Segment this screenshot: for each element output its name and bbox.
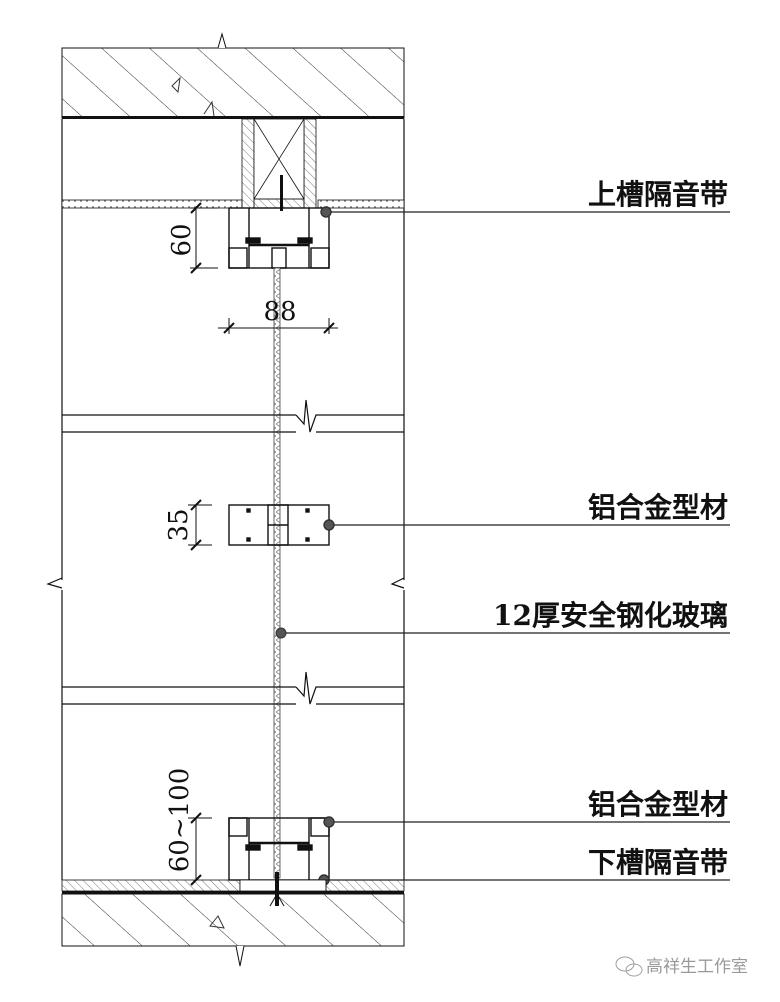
ceiling-slab	[61, 32, 405, 119]
dim-top-channel-height	[190, 202, 218, 274]
dim-bottom-channel-height	[188, 812, 212, 886]
dim-label-mid-profile: 35	[164, 508, 194, 541]
callout-tempered-glass: 12厚安全钢化玻璃	[493, 599, 728, 632]
dim-mid-profile-height	[188, 499, 212, 551]
dim-label-bottom-channel: 60~100	[165, 768, 195, 873]
wall-outline	[46, 119, 405, 880]
dim-channel-width	[218, 318, 338, 334]
break-line-lower	[62, 671, 404, 705]
ceiling-board	[61, 199, 405, 209]
dim-label-top-channel: 60	[167, 223, 197, 256]
floor-slab	[61, 872, 405, 967]
watermark-text: 高祥生工作室	[646, 957, 748, 977]
leader-lines	[286, 211, 730, 881]
glass-callout-dot	[275, 627, 287, 639]
dim-label-channel-width: 88	[263, 297, 296, 327]
callout-aluminum-profile-bottom: 铝合金型材	[588, 788, 728, 821]
callout-upper-acoustic-strip: 上槽隔音带	[588, 178, 728, 211]
bottom-channel-profile	[228, 816, 335, 886]
top-channel-profile	[228, 206, 332, 269]
mid-aluminum-profile	[228, 504, 335, 546]
glass-pane	[273, 267, 281, 879]
wechat-icon	[615, 956, 643, 977]
top-timber-block	[241, 118, 317, 211]
watermark: 高祥生工作室	[615, 956, 748, 977]
callout-aluminum-profile-mid: 铝合金型材	[588, 491, 728, 524]
break-line-upper	[62, 399, 404, 433]
callout-lower-acoustic-strip: 下槽隔音带	[588, 846, 728, 879]
